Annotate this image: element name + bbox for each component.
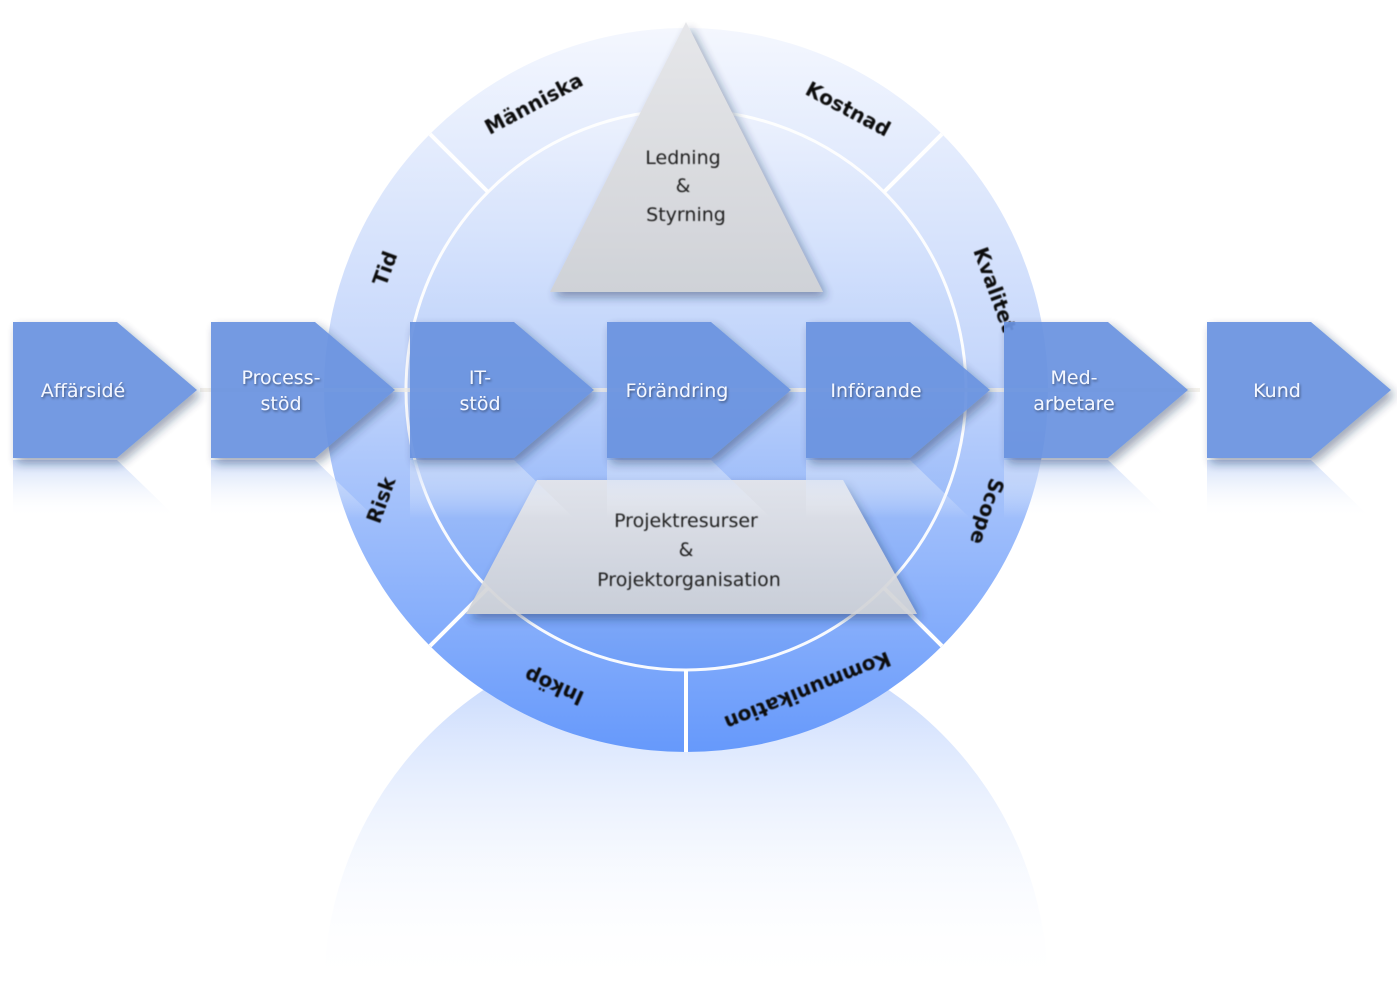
trapezoid-line-3: Projektorganisation xyxy=(597,569,781,591)
arrow-shape xyxy=(13,322,197,458)
arrow-shape xyxy=(410,322,594,458)
arrow-shape xyxy=(1207,322,1391,458)
triangle-shape xyxy=(550,22,823,292)
trapezoid-shape xyxy=(466,480,917,614)
arrow-label-line: Förändring xyxy=(626,380,729,402)
arrow-label-line: stöd xyxy=(260,393,301,415)
arrow-reflection xyxy=(1207,460,1371,518)
arrow-label-line: Med- xyxy=(1051,367,1098,389)
trapezoid-line-2: & xyxy=(679,539,694,561)
arrow-label-line: arbetare xyxy=(1033,393,1114,415)
arrow-shape xyxy=(607,322,791,458)
process-step: Kund xyxy=(1207,322,1391,518)
resources-trapezoid: Projektresurser & Projektorganisation xyxy=(466,480,917,614)
triangle-line-3: Styrning xyxy=(646,204,726,226)
arrow-reflection xyxy=(211,460,375,518)
reflection-layer xyxy=(324,628,1048,982)
arrow-label-line: Affärsidé xyxy=(41,380,125,402)
arrow-reflection xyxy=(806,460,970,518)
arrow-label-line: Kund xyxy=(1253,380,1301,402)
arrow-label: Affärsidé xyxy=(41,380,125,402)
arrow-shape xyxy=(806,322,990,458)
triangle-line-2: & xyxy=(676,175,691,197)
arrow-shape xyxy=(211,322,395,458)
ring-reflection xyxy=(324,628,1048,982)
arrow-label-line: Införande xyxy=(830,380,921,402)
arrow-label-line: stöd xyxy=(459,393,500,415)
arrow-reflection xyxy=(1004,460,1168,518)
divider-upper-right xyxy=(882,132,944,194)
process-step: Införande xyxy=(806,322,990,518)
process-step: Process-stöd xyxy=(211,322,395,518)
arrow-label: Förändring xyxy=(626,380,729,402)
arrow-shape xyxy=(1004,322,1188,458)
arrow-label: Kund xyxy=(1253,380,1301,402)
governance-triangle: Ledning & Styrning xyxy=(550,22,823,292)
process-step: Med-arbetare xyxy=(1004,322,1188,518)
arrow-reflection xyxy=(410,460,574,518)
arrow-reflection xyxy=(607,460,771,518)
divider-upper-left xyxy=(428,132,490,194)
arrow-label: Med-arbetare xyxy=(1033,367,1114,415)
arrow-label: IT-stöd xyxy=(459,367,500,415)
process-step: IT-stöd xyxy=(410,322,594,518)
arrow-label-line: IT- xyxy=(469,367,491,389)
svg-text:Projektresurser &: Projektresurser & Projektorganisation xyxy=(597,510,781,591)
process-step: Förändring xyxy=(607,322,791,518)
arrow-label: Process-stöd xyxy=(242,367,321,415)
process-step: Affärsidé xyxy=(13,322,197,518)
svg-text:Ledning & Styrning: Ledning & Styrning xyxy=(645,147,726,226)
triangle-line-1: Ledning xyxy=(645,147,720,169)
arrow-label-line: Process- xyxy=(242,367,321,389)
arrow-label: Införande xyxy=(830,380,921,402)
arrow-reflection xyxy=(13,460,177,518)
